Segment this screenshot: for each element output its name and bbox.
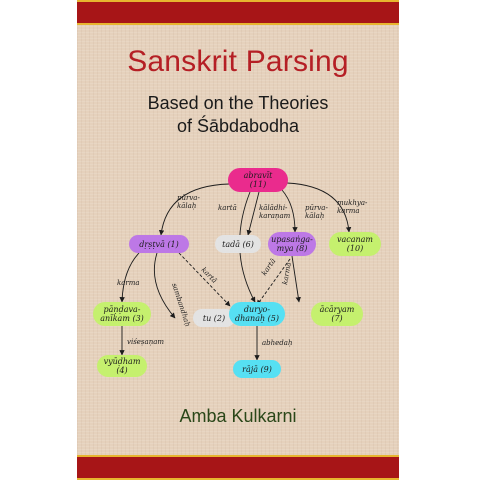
diagram-node-shape [215, 235, 261, 253]
diagram-edge-label: kālaḥ [305, 212, 324, 220]
diagram-node-shape [93, 302, 151, 326]
bottom-ornamental-band [77, 455, 399, 480]
diagram-edge-e6: karma [117, 252, 140, 303]
diagram-node-label: dṛṣṭvā (1) [139, 240, 178, 249]
diagram-node-vyudham: vyūḍham(4) [97, 355, 147, 377]
diagram-node-shape [233, 360, 281, 378]
diagram-edge-line [158, 183, 230, 236]
diagram-node-label: pāṇḍava- [104, 305, 141, 314]
diagram-node-label: (7) [331, 314, 342, 323]
diagram-edge-e5: mukhya-karma [286, 182, 368, 233]
diagram-node-label: vacanam [337, 235, 373, 244]
nodes-layer: abravīt(11) dṛṣṭvā (1) tadā (6) upasaṅga-my… [93, 168, 381, 378]
diagram-edge-line [291, 255, 301, 303]
diagram-node-abravit: abravīt(11) [228, 168, 288, 192]
diagram-node-vacanam: vacanam(10) [329, 232, 381, 256]
diagram-edge-label: kartā [218, 204, 237, 212]
diagram-edge-line [281, 189, 298, 233]
diagram-edge-label: kartā [200, 266, 219, 285]
book-author: Amba Kulkarni [179, 406, 297, 426]
diagram-node-tu: tu (2) [193, 309, 235, 327]
diagram-node-acaryam: ācāryam(7) [311, 302, 363, 326]
diagram-node-raja: rājā (9) [233, 360, 281, 378]
diagram-edge-e1: pūrva-kālaḥ [158, 183, 230, 236]
diagram-node-shape [129, 235, 189, 253]
book-cover: Sanskrit Parsing Based on the Theories o… [77, 0, 399, 480]
diagram-node-label: anīkam (3) [100, 314, 144, 323]
diagram-node-upasangamya: upasaṅga-mya (8) [268, 232, 316, 256]
diagram-edge-line [246, 191, 260, 236]
diagram-edge-e7: sambandhaḥ [153, 252, 192, 328]
diagram-edge-e10: karma [281, 255, 301, 303]
diagram-node-label: rājā (9) [242, 365, 272, 374]
diagram-edge-label: pūrva- [177, 194, 200, 202]
diagram-edge-label: viśeṣaṇam [127, 338, 164, 346]
diagram-edge-e11: viśeṣaṇam [119, 326, 164, 356]
diagram-edge-e12: abhedaḥ [254, 326, 292, 361]
diagram-node-label: abravīt [244, 171, 274, 180]
diagram-node-shape [229, 302, 285, 326]
diagram-node-label: (10) [347, 244, 363, 253]
diagram-edge-e8: kartā [178, 252, 231, 307]
diagram-node-shape [311, 302, 363, 326]
diagram-node-label: mya (8) [277, 244, 308, 253]
diagram-node-shape [228, 168, 288, 192]
diagram-edge-line [286, 182, 352, 233]
diagram-edge-line [256, 258, 291, 306]
book-subtitle-line2: of Śābdabodha [176, 116, 300, 136]
diagram-node-duryodhanah: duryo-dhanaḥ (5) [229, 302, 285, 326]
diagram-edge-line [119, 252, 140, 303]
diagram-edge-label: abhedaḥ [262, 339, 292, 347]
diagram-node-shape [193, 309, 235, 327]
diagram-edge-label: karma [117, 279, 140, 287]
diagram-edge-label: kālādhi- [259, 204, 288, 212]
diagram-node-shape [97, 355, 147, 377]
diagram-node-label: tadā (6) [222, 240, 254, 249]
diagram-node-label: duryo- [244, 305, 270, 314]
diagram-edge-line [153, 252, 176, 319]
diagram-node-label: (11) [250, 180, 266, 189]
diagram-edge-label: karma [281, 262, 293, 286]
diagram-edge-label: mukhya- [337, 199, 368, 207]
top-ornamental-band [77, 0, 399, 25]
diagram-node-label: dhanaḥ (5) [235, 314, 279, 323]
book-title: Sanskrit Parsing [127, 45, 349, 78]
diagram-node-label: vyūḍham [104, 357, 141, 366]
diagram-node-label: upasaṅga- [271, 235, 313, 244]
diagram-node-drstva: dṛṣṭvā (1) [129, 235, 189, 253]
diagram-node-tada: tadā (6) [215, 235, 261, 253]
diagram-edge-e4: pūrva-kālaḥ [281, 189, 328, 233]
diagram-node-shape [268, 232, 316, 256]
diagram-edge-line [178, 252, 231, 307]
diagram-edge-label: kartā [260, 257, 277, 277]
diagram-node-shape [329, 232, 381, 256]
diagram-edge-label: karaṇam [259, 212, 291, 220]
diagram-edge-label: kālaḥ [177, 202, 196, 210]
diagram-node-label: (4) [116, 366, 127, 375]
diagram-edge-label: sambandhaḥ [170, 282, 192, 328]
diagram-edge-e3: kālādhi-karaṇam [246, 191, 291, 236]
diagram-edge-label: karma [337, 207, 360, 215]
diagram-edge-label: pūrva- [305, 204, 328, 212]
diagram-node-pandavanikam: pāṇḍava-anīkam (3) [93, 302, 151, 326]
diagram-node-label: ācāryam [320, 305, 355, 314]
diagram-node-label: tu (2) [203, 314, 225, 323]
book-subtitle-line1: Based on the Theories [147, 93, 329, 113]
